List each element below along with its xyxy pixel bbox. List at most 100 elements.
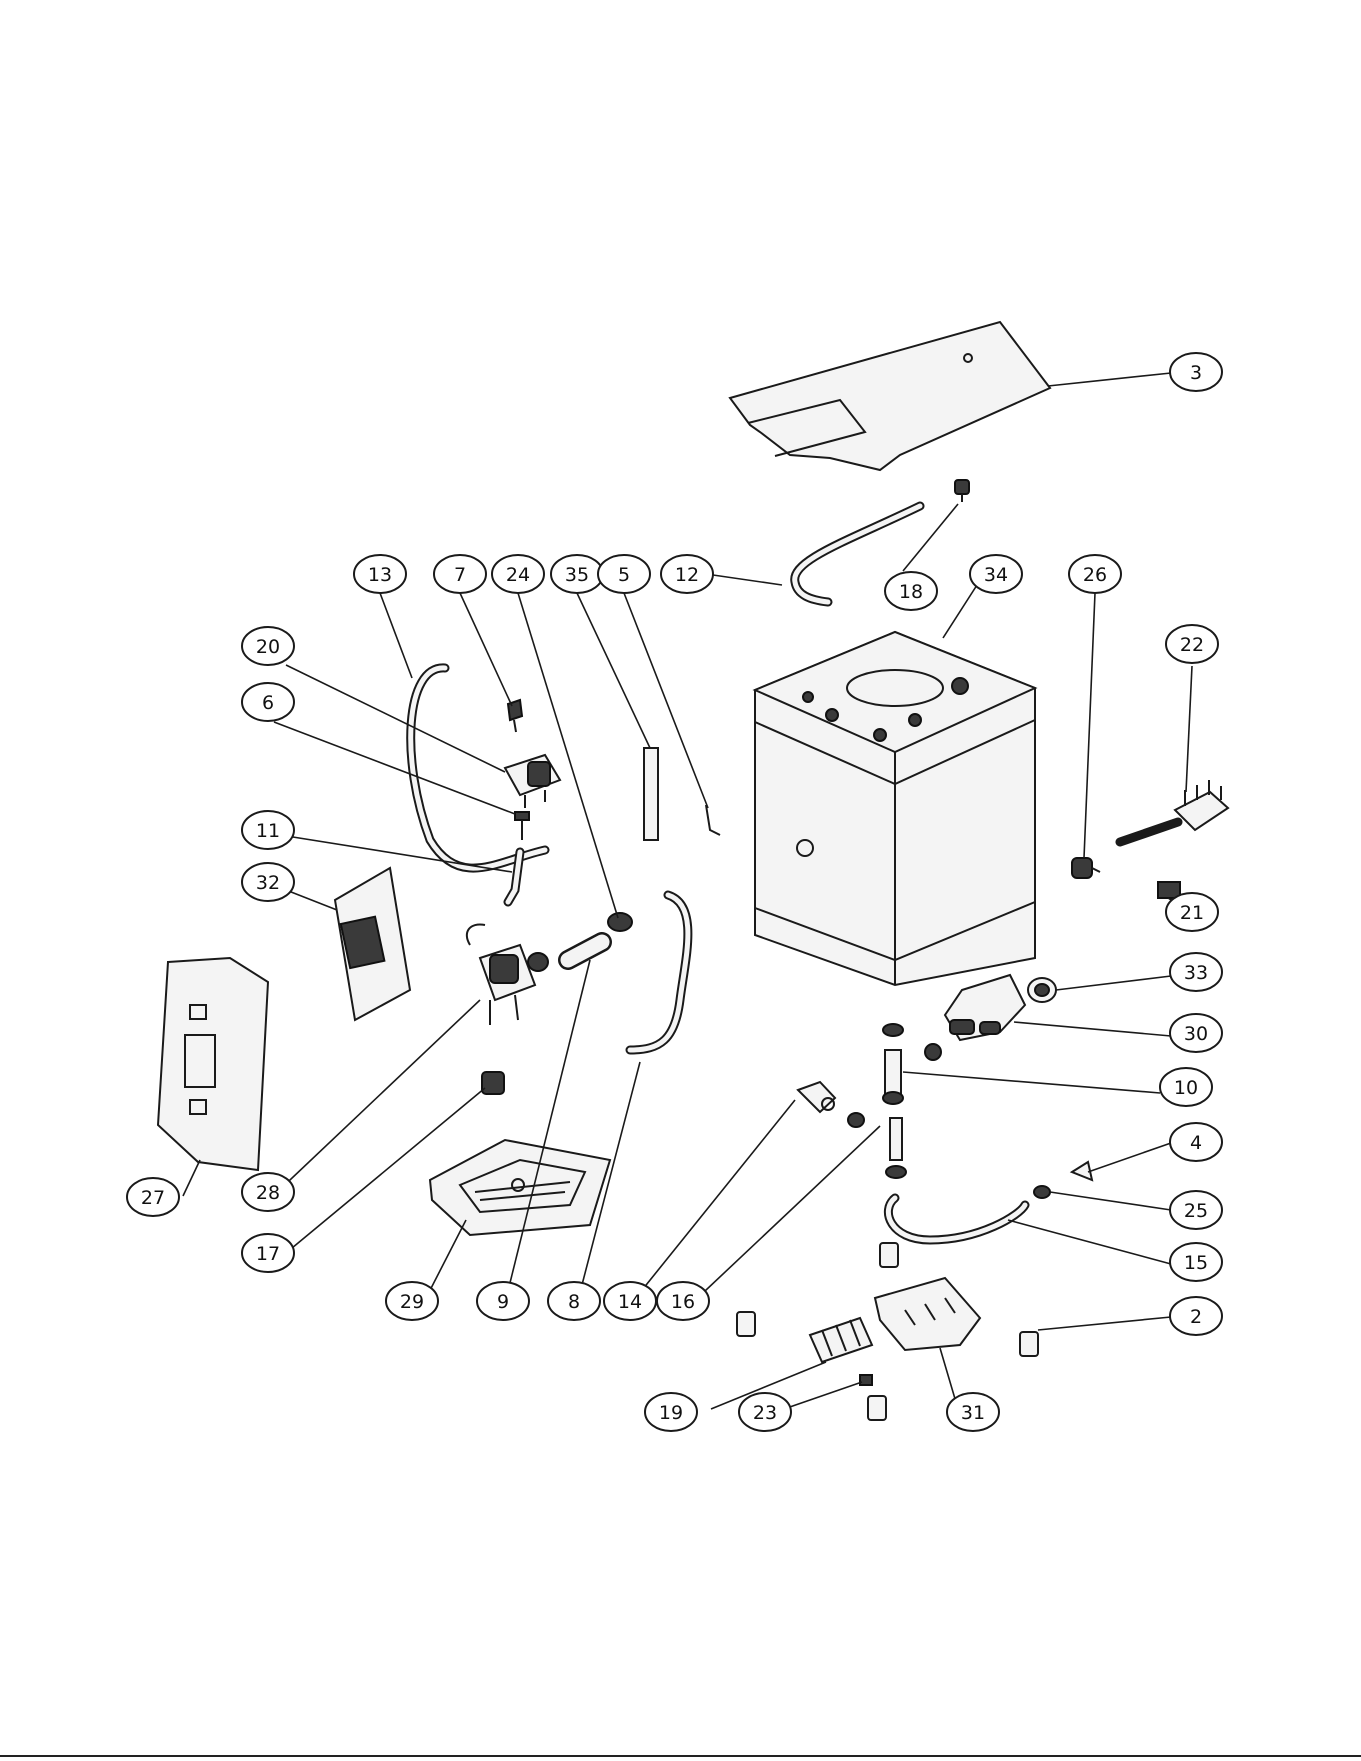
svg-text:34: 34 xyxy=(984,564,1008,586)
part-clip-26 xyxy=(1072,858,1100,878)
part-bracket-31 xyxy=(875,1278,980,1350)
svg-text:35: 35 xyxy=(565,564,589,586)
part-hose-8 xyxy=(630,895,688,1050)
part-clamp xyxy=(528,953,548,971)
part-fitting-18 xyxy=(955,480,969,502)
svg-text:15: 15 xyxy=(1184,1252,1208,1274)
callout-32: 32 xyxy=(242,863,294,901)
svg-text:14: 14 xyxy=(618,1291,642,1313)
part-board-32 xyxy=(335,868,410,1020)
svg-text:7: 7 xyxy=(454,564,466,586)
part-ring-25 xyxy=(1034,1186,1050,1198)
callout-23: 23 xyxy=(739,1393,791,1431)
svg-text:23: 23 xyxy=(753,1402,777,1424)
part-fitting-16 xyxy=(848,1113,906,1178)
part-cube-17 xyxy=(482,1072,504,1094)
part-fitting-33 xyxy=(1028,978,1056,1002)
callout-4: 4 xyxy=(1170,1123,1222,1161)
svg-text:29: 29 xyxy=(400,1291,424,1313)
svg-text:33: 33 xyxy=(1184,962,1208,984)
svg-text:17: 17 xyxy=(256,1243,280,1265)
part-valve-7 xyxy=(508,700,522,732)
part-element-22 xyxy=(1120,780,1228,842)
callout-19: 19 xyxy=(645,1393,697,1431)
svg-text:18: 18 xyxy=(899,581,923,603)
callout-9: 9 xyxy=(477,1282,529,1320)
callout-24: 24 xyxy=(492,555,544,593)
svg-text:6: 6 xyxy=(262,692,274,714)
callout-bubbles: 3 18 12 13 7 24 35 5 34 26 22 20 6 11 32… xyxy=(127,353,1222,1431)
callout-22: 22 xyxy=(1166,625,1218,663)
svg-text:20: 20 xyxy=(256,636,280,658)
callout-21: 21 xyxy=(1166,893,1218,931)
callout-31: 31 xyxy=(947,1393,999,1431)
svg-text:27: 27 xyxy=(141,1187,165,1209)
part-tube-10 xyxy=(883,1024,941,1104)
callout-27: 27 xyxy=(127,1178,179,1216)
svg-text:2: 2 xyxy=(1190,1306,1202,1328)
callout-11: 11 xyxy=(242,811,294,849)
callout-16: 16 xyxy=(657,1282,709,1320)
callout-2: 2 xyxy=(1170,1297,1222,1335)
part-tank-34 xyxy=(755,632,1035,985)
part-strip-35 xyxy=(644,748,658,840)
svg-text:31: 31 xyxy=(961,1402,985,1424)
callout-18: 18 xyxy=(885,572,937,610)
callout-29: 29 xyxy=(386,1282,438,1320)
part-feet-2 xyxy=(737,1243,1038,1420)
callout-8: 8 xyxy=(548,1282,600,1320)
svg-text:5: 5 xyxy=(618,564,630,586)
svg-text:16: 16 xyxy=(671,1291,695,1313)
part-tube-9 xyxy=(568,942,602,960)
part-heatsink-19 xyxy=(810,1318,872,1362)
svg-text:4: 4 xyxy=(1190,1132,1202,1154)
svg-text:13: 13 xyxy=(368,564,392,586)
svg-text:10: 10 xyxy=(1174,1077,1198,1099)
part-bracket-14 xyxy=(798,1082,835,1112)
svg-text:11: 11 xyxy=(256,820,280,842)
callout-25: 25 xyxy=(1170,1191,1222,1229)
callout-26: 26 xyxy=(1069,555,1121,593)
part-hook-5 xyxy=(706,805,720,835)
svg-text:22: 22 xyxy=(1180,634,1204,656)
part-tube-15 xyxy=(888,1198,1025,1240)
callout-7: 7 xyxy=(434,555,486,593)
callout-6: 6 xyxy=(242,683,294,721)
svg-text:3: 3 xyxy=(1190,362,1202,384)
callout-5: 5 xyxy=(598,555,650,593)
svg-text:12: 12 xyxy=(675,564,699,586)
callout-12: 12 xyxy=(661,555,713,593)
callout-14: 14 xyxy=(604,1282,656,1320)
svg-text:24: 24 xyxy=(506,564,530,586)
svg-text:28: 28 xyxy=(256,1182,280,1204)
leader-lines xyxy=(183,373,1192,1409)
callout-3: 3 xyxy=(1170,353,1222,391)
callout-15: 15 xyxy=(1170,1243,1222,1281)
svg-text:25: 25 xyxy=(1184,1200,1208,1222)
part-front-cover-27 xyxy=(158,958,268,1170)
part-drip-tray-29 xyxy=(430,1140,610,1235)
part-valve-28 xyxy=(467,924,535,1025)
callout-13: 13 xyxy=(354,555,406,593)
svg-text:32: 32 xyxy=(256,872,280,894)
part-clip-23 xyxy=(860,1375,872,1385)
part-solenoid-20 xyxy=(505,755,560,808)
svg-text:9: 9 xyxy=(497,1291,509,1313)
callout-20: 20 xyxy=(242,627,294,665)
callout-17: 17 xyxy=(242,1234,294,1272)
svg-text:8: 8 xyxy=(568,1291,580,1313)
svg-text:21: 21 xyxy=(1180,902,1204,924)
callout-34: 34 xyxy=(970,555,1022,593)
callout-33: 33 xyxy=(1170,953,1222,991)
callout-35: 35 xyxy=(551,555,603,593)
svg-text:26: 26 xyxy=(1083,564,1107,586)
part-ring-24 xyxy=(608,913,632,931)
part-screw-6 xyxy=(515,812,529,840)
callout-28: 28 xyxy=(242,1173,294,1211)
svg-text:19: 19 xyxy=(659,1402,683,1424)
svg-text:30: 30 xyxy=(1184,1023,1208,1045)
callout-10: 10 xyxy=(1160,1068,1212,1106)
callout-30: 30 xyxy=(1170,1014,1222,1052)
part-lid-plate xyxy=(730,322,1050,470)
